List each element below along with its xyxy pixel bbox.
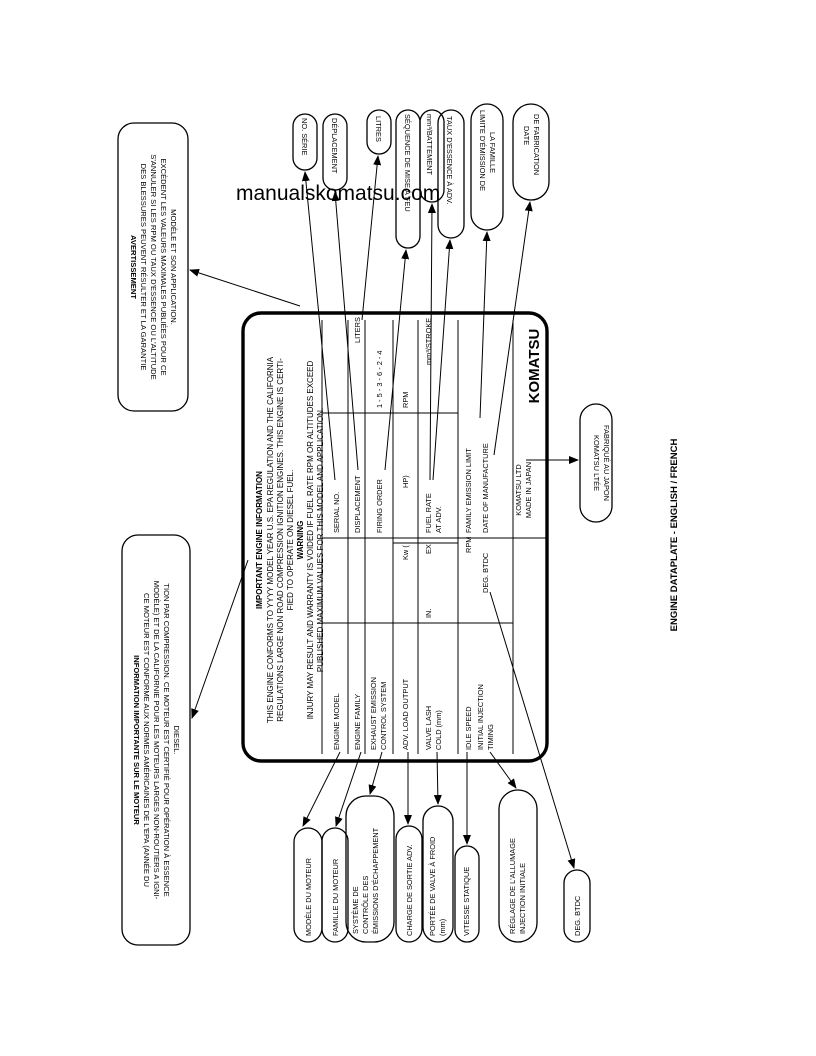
bubble-systeme-label-1: SYSTÈME DE — [351, 886, 360, 934]
plate-warning-1: INJURY MAY RESULT AND WARRANTY IS VOIDED… — [306, 360, 315, 719]
komatsu-logo: KOMATSU — [526, 329, 543, 404]
bubble-no-serie — [292, 113, 318, 171]
plate-fuel-rate-2: AT ADV. — [434, 506, 443, 533]
bubble-deplacement-label: DÉPLACEMENT — [330, 118, 339, 174]
plate-initial-1: INITIAL INJECTION — [476, 684, 485, 750]
french-warning-line-1: DES BLESSURES PEUVENT RÉSULTER ET LA GAR… — [139, 164, 148, 371]
french-warning-line-2: S'ANNULER SI LES RPM OU TAUX D'ESSENCE O… — [149, 154, 158, 379]
plate-exhaust-2: CONTROL SYSTEM — [379, 682, 388, 750]
bubble-reglage-label-1: RÉGLAGE DE L'ALLUMAGE — [508, 838, 517, 934]
bubble-modele-label: MODÈLE DU MOTEUR — [304, 858, 313, 936]
bubble-portee — [422, 805, 454, 943]
bubble-taux — [437, 109, 465, 239]
leader-lines — [189, 155, 579, 869]
plate-serial-no: SERIAL NO. — [332, 492, 341, 533]
french-info-line-3: TION PAR COMPRESSION. CE MOTEUR EST CERT… — [162, 583, 171, 896]
bubble-date-label-1: DATE — [522, 126, 531, 145]
bubble-limite-label-2: LA FAMILLE — [488, 132, 497, 173]
plate-conform-1: THIS ENGINE CONFORMS TO YYYY MODEL YEAR … — [266, 356, 275, 723]
french-warning-line-4: MODÈLE ET SON APPLICATION. — [169, 209, 178, 325]
french-warning-line-3: EXCÈDENT LES VALEURS MAXIMALES PUBLIÉES … — [159, 158, 168, 375]
plate-warning-title: WARNING — [296, 521, 305, 560]
bubble-litres — [366, 109, 392, 155]
plate-displacement: DISPLACEMENT — [353, 475, 362, 533]
plate-made-in-japan: MADE IN JAPAN — [524, 462, 533, 518]
plate-hp: HP) — [401, 475, 410, 488]
bubble-limite — [470, 103, 504, 231]
plate-family-limit: FAMILY EMISSION LIMIT — [464, 448, 473, 533]
plate-conform-2: REGULATIONS LARGE NON ROAD COMPRESSION I… — [276, 358, 285, 722]
bubble-portee-label-2: (mm) — [438, 919, 447, 936]
plate-komatsu-ltd: KOMATSU LTD — [514, 464, 523, 515]
page-caption: ENGINE DATAPLATE - ENGLISH / FRENCH — [669, 439, 680, 632]
bubble-date-label-2: DE FABRICATION — [532, 114, 541, 175]
plate-title: IMPORTANT ENGINE INFORMATION — [255, 471, 264, 609]
plate-liters: LITERS — [353, 317, 362, 343]
bubble-vitesse — [454, 845, 480, 943]
plate-firing-order: FIRING ORDER — [375, 479, 384, 533]
bubble-deg — [563, 869, 591, 943]
side-bubble-line-2: FABRIQUÉ AU JAPON — [602, 425, 611, 501]
plate-adv-load: ADV. LOAD OUTPUT — [401, 678, 410, 750]
plate-mm3-stroke: mm³/STROKE — [424, 318, 433, 365]
bubble-vitesse-label: VITESSE STATIQUE — [462, 867, 471, 936]
french-info-line-4: DIESEL. — [172, 725, 181, 754]
bubble-date — [512, 103, 550, 201]
french-info-title: INFORMATION IMPORTANTE SUR LE MOTEUR — [132, 655, 141, 825]
engine-dataplate — [241, 311, 549, 763]
bubble-famille-label: FAMILLE DU MOTEUR — [331, 859, 340, 936]
bubble-mm3-label: mm³/BATTEMENT — [425, 114, 434, 176]
bubble-systeme-label-3: ÉMISSIONS D'ÉCHAPPEMENT — [371, 827, 380, 934]
bubble-charge-label: CHARGE DE SORTIE ADV. — [405, 844, 414, 936]
bubble-limite-label-1: LIMITE D'ÉMISSION DE — [478, 110, 487, 191]
plate-engine-family: ENGINE FAMILY — [353, 694, 362, 750]
bubble-portee-label-1: PORTÉE DE VALVE À FROID — [428, 837, 437, 936]
plate-ex: EX. — [424, 542, 433, 554]
plate-exhaust-1: EXHAUST EMISSION — [369, 677, 378, 750]
bubble-reglage-label-2: INJECTION INITIALE — [518, 863, 527, 934]
bubble-systeme-label-2: CONTRÔLE DES — [361, 876, 370, 934]
plate-rpm: RPM — [401, 392, 410, 408]
bubble-litres-label: LITRES — [374, 116, 383, 142]
plate-valve-1: VALVE LASH — [424, 706, 433, 750]
french-info-line-2: MODÈLE) ET DE LA CALIFORNIE POUR LES MOT… — [152, 581, 161, 900]
french-info-line-1: CE MOTEUR EST CONFORME AUX NORMES AMÉRIC… — [142, 593, 151, 887]
french-warning-box — [117, 122, 189, 412]
plate-warning-2: PUBLISHED MAXIMUM VALUES FOR THIS MODEL … — [316, 408, 325, 672]
plate-kw: Kw ( — [401, 545, 410, 560]
bubble-reglage — [498, 789, 538, 943]
bubble-taux-label: TAUX D'ESSENCE À ADV. — [445, 116, 454, 204]
plate-initial-2: TIMING — [486, 724, 495, 750]
plate-fuel-rate-1: FUEL RATE — [424, 493, 433, 533]
plate-valve-2: COLD (mm) — [434, 710, 443, 750]
plate-deg-btdc: DEG. BTDC — [481, 552, 490, 593]
bubble-deg-label: DEG. BTDC — [573, 895, 582, 936]
bubble-systeme — [345, 795, 395, 943]
plate-engine-model: ENGINE MODEL — [332, 693, 341, 750]
bubble-famille — [321, 827, 349, 943]
plate-rpm-2: RPM — [464, 537, 473, 553]
bubble-mm3-battement — [419, 109, 445, 203]
plate-conform-3: FIED TO OPERATE ON DIESEL FUEL. — [286, 470, 295, 611]
french-warning-title: AVERTISSEMENT — [129, 235, 138, 299]
plate-in: IN. — [424, 609, 433, 618]
bubble-komatsu-ltee — [579, 403, 613, 523]
plate-firing-value: 1 - 5 - 3 - 6 - 2 - 4 — [375, 350, 384, 408]
bubble-deplacement — [322, 113, 348, 191]
bubble-sequence-label: SÉQUENCE DE MISE À FEU — [403, 114, 412, 212]
plate-date-mfg: DATE OF MANUFACTURE — [481, 443, 490, 533]
plate-idle-speed: IDLE SPEED — [464, 706, 473, 750]
bubble-charge — [395, 825, 423, 943]
bubble-no-serie-label: NO. SÉRIE — [300, 118, 309, 155]
french-info-box — [121, 534, 191, 946]
side-bubble-line-1: KOMATSU LTÉE — [592, 435, 601, 491]
